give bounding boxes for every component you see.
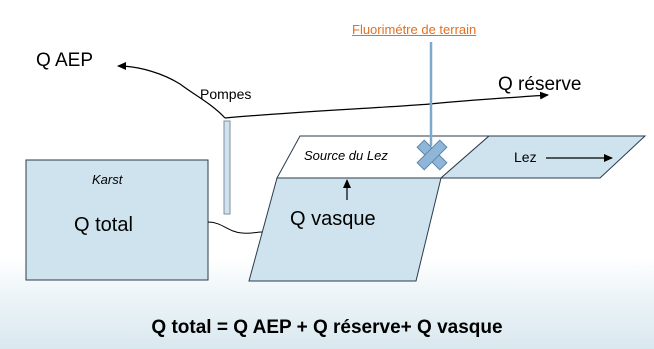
flow-curve-reserve [224,91,549,119]
pump-pipe [223,120,231,215]
balance-formula: Q total = Q AEP + Q réserve+ Q vasque [151,317,503,338]
label-source-du-lez: Source du Lez [304,148,388,163]
label-pompes: Pompes [200,86,252,102]
x-cross-icon [416,139,448,171]
label-q-total: Q total [74,214,133,236]
label-q-reserve: Q réserve [498,74,582,95]
flow-curve [117,62,226,119]
label-lez: Lez [514,149,537,165]
label-karst: Karst [92,172,123,187]
karst-vasque-connector [207,221,263,234]
label-q-vasque: Q vasque [290,208,376,230]
karst-box [25,159,209,281]
lez-channel [439,135,647,179]
label-fluorimetre: Fluorimétre de terrain [352,22,477,37]
label-q-aep: Q AEP [36,50,94,71]
